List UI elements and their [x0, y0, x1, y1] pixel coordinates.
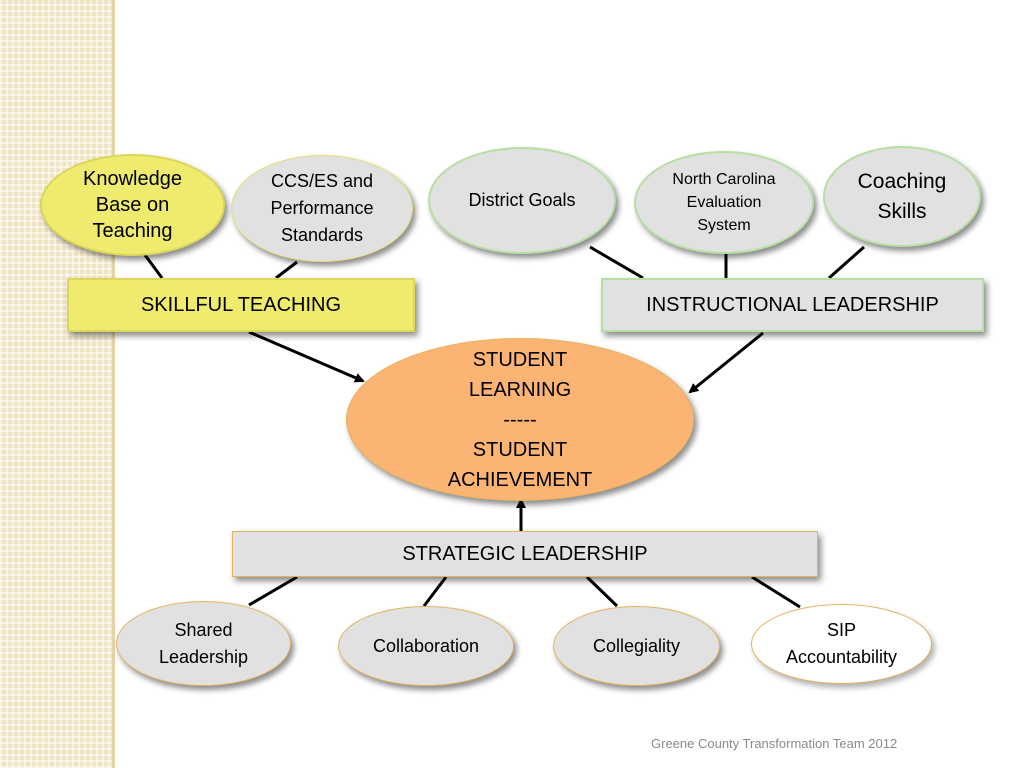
sip-accountability-oval: SIP Accountability [751, 604, 932, 684]
knowledge-base-label: Knowledge Base on Teaching [83, 168, 182, 242]
student-learning-oval: STUDENT LEARNING ----- STUDENT ACHIEVEME… [346, 338, 694, 501]
district-goals-oval: District Goals [428, 147, 616, 254]
arrow-instructional-to-center [688, 331, 764, 394]
footer-credit: Greene County Transformation Team 2012 [651, 736, 898, 751]
shared-leadership-label: Shared Leadership [158, 619, 249, 667]
strategic-leadership-label: STRATEGIC LEADERSHIP [402, 542, 648, 565]
arrow-skillful-to-center [248, 330, 365, 383]
collaboration-label: Collaboration [372, 635, 480, 656]
decorative-sidebar [0, 0, 112, 768]
collaboration-oval: Collaboration [338, 606, 514, 686]
sip-accountability-label: SIP Accountability [785, 620, 898, 667]
strategic-leadership-box: STRATEGIC LEADERSHIP [232, 531, 818, 577]
student-learning-label: STUDENT LEARNING ----- STUDENT ACHIEVEME… [447, 348, 593, 491]
ccs-es-label: CCS/ES and Performance Standards [270, 171, 374, 245]
line-strategic-to-collaboration [422, 576, 448, 607]
collegiality-label: Collegiality [592, 635, 681, 656]
skillful-teaching-box: SKILLFUL TEACHING [67, 278, 415, 332]
coaching-skills-oval: Coaching Skills [823, 146, 981, 247]
sidebar-edge [112, 0, 115, 768]
line-district-to-instructional [589, 245, 644, 280]
collegiality-oval: Collegiality [553, 606, 720, 686]
nc-evaluation-oval: North Carolina Evaluation System [634, 151, 814, 254]
coaching-skills-label: Coaching Skills [857, 170, 947, 223]
ccs-es-oval: CCS/ES and Performance Standards [231, 155, 413, 262]
knowledge-base-oval: Knowledge Base on Teaching [40, 154, 225, 256]
nc-evaluation-label: North Carolina Evaluation System [672, 170, 776, 235]
line-strategic-to-collegiality [585, 575, 619, 608]
district-goals-label: District Goals [468, 190, 576, 210]
line-ccs-to-skillful [275, 260, 298, 280]
line-strategic-to-shared [248, 575, 298, 607]
skillful-teaching-label: SKILLFUL TEACHING [140, 293, 342, 316]
line-knowledge-to-skillful [143, 254, 164, 279]
line-strategic-to-sip [751, 575, 801, 609]
shared-leadership-oval: Shared Leadership [116, 601, 291, 686]
instructional-leadership-label: INSTRUCTIONAL LEADERSHIP [646, 293, 939, 316]
line-coaching-to-instructional [828, 245, 865, 280]
instructional-leadership-box: INSTRUCTIONAL LEADERSHIP [601, 278, 984, 332]
